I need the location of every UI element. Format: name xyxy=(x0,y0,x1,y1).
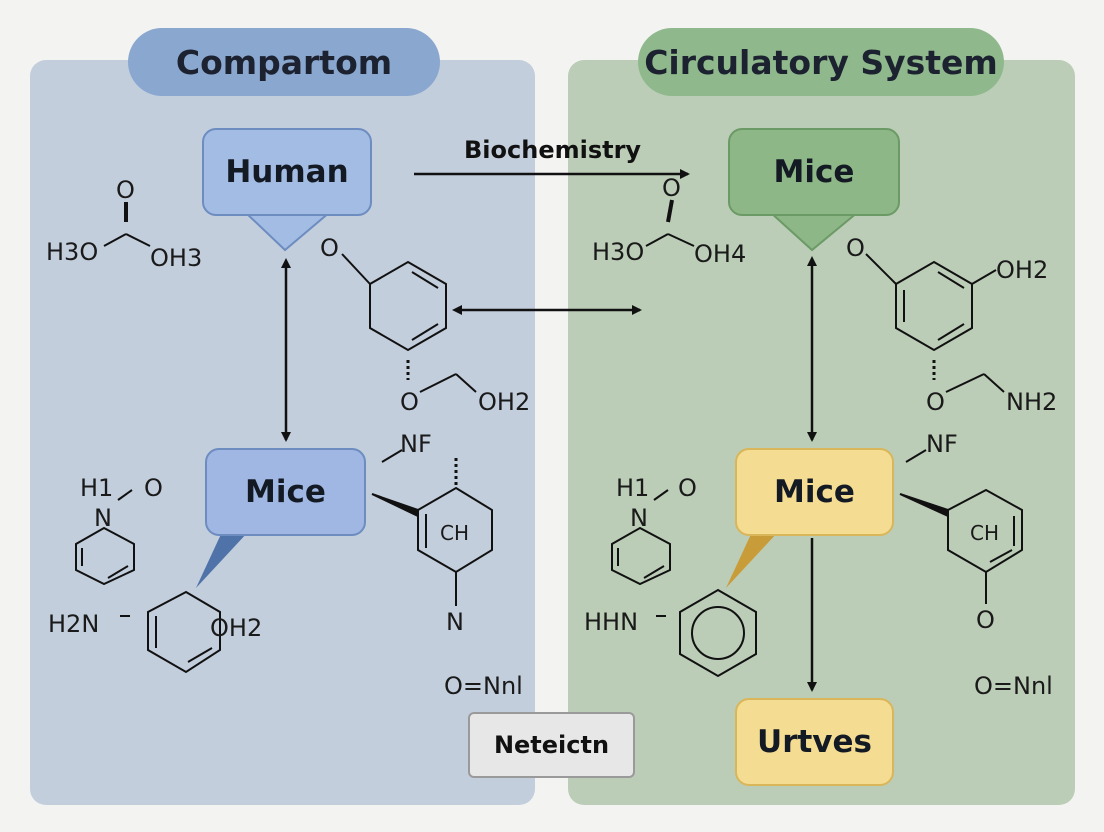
chem-right-hhn: HHN xyxy=(584,608,638,636)
chem-left-h1: H1 xyxy=(80,474,113,502)
chem-right-oh4: OH4 xyxy=(694,240,746,268)
molecule-left-phenol-ring xyxy=(341,253,477,463)
callout-tail-mice-green xyxy=(767,211,861,252)
chem-right-nf: NF xyxy=(926,430,958,458)
chem-left-o-top: O xyxy=(116,176,135,204)
chem-left-n-low: N xyxy=(446,608,464,636)
chem-right-o-top: O xyxy=(662,174,681,202)
molecule-right-benzene xyxy=(656,588,757,678)
chem-right-onnl: O=Nnl xyxy=(974,672,1053,700)
compartment-title-right: Circulatory System xyxy=(638,28,1004,96)
chem-right-o-low: O xyxy=(976,606,995,634)
chem-left-ring-o: O xyxy=(320,234,339,262)
chem-left-onnl: O=Nnl xyxy=(444,672,523,700)
chem-left-oh2-chain: OH2 xyxy=(478,388,530,416)
node-neteictn: Neteictn xyxy=(468,712,635,778)
compartment-title-left: Compartom xyxy=(128,28,440,96)
chem-right-h3o: H3O xyxy=(592,238,644,266)
callout-tail-human xyxy=(242,211,333,252)
edge-label-biochemistry: Biochemistry xyxy=(464,136,641,164)
chem-left-oh2-ring: OH2 xyxy=(210,614,262,642)
node-mice-green: Mice xyxy=(728,128,900,216)
chem-left-h2n: H2N xyxy=(48,610,99,638)
molecule-right-phenol-ring xyxy=(865,253,1005,463)
node-mice-left: Mice xyxy=(205,448,366,536)
molecule-left-cyclohexene xyxy=(120,590,221,674)
node-mice-yellow: Mice xyxy=(735,448,894,536)
molecule-left-pyridine xyxy=(75,489,135,586)
molecule-right-benzene-ch xyxy=(899,488,1023,604)
chem-right-o-pyr: O xyxy=(678,474,697,502)
node-urtves: Urtves xyxy=(735,698,894,786)
chem-right-nh2: NH2 xyxy=(1006,388,1057,416)
callout-tail-mice-left xyxy=(196,532,248,588)
chem-right-o-chain: O xyxy=(926,388,945,416)
chem-left-o-pyr: O xyxy=(144,474,163,502)
chem-left-n-pyr: N xyxy=(94,504,112,532)
callout-tail-mice-yellow xyxy=(726,532,778,588)
node-human: Human xyxy=(202,128,372,216)
molecule-left-carbonate xyxy=(103,202,151,247)
molecule-right-pyridine xyxy=(611,489,671,586)
chem-left-nf: NF xyxy=(400,430,432,458)
chem-left-ch: CH xyxy=(440,521,469,545)
chem-right-oh2: OH2 xyxy=(996,256,1048,284)
molecule-right-carbonate xyxy=(645,199,695,247)
molecule-left-cyclohexane-ch xyxy=(371,458,493,606)
chem-left-h3o: H3O xyxy=(46,238,98,266)
chem-left-o-chain: O xyxy=(400,388,419,416)
chem-right-ring-o: O xyxy=(846,234,865,262)
chem-left-oh3: OH3 xyxy=(150,244,202,272)
chem-right-h1: H1 xyxy=(616,474,649,502)
chem-right-n-pyr: N xyxy=(630,504,648,532)
chem-right-ch: CH xyxy=(970,521,999,545)
